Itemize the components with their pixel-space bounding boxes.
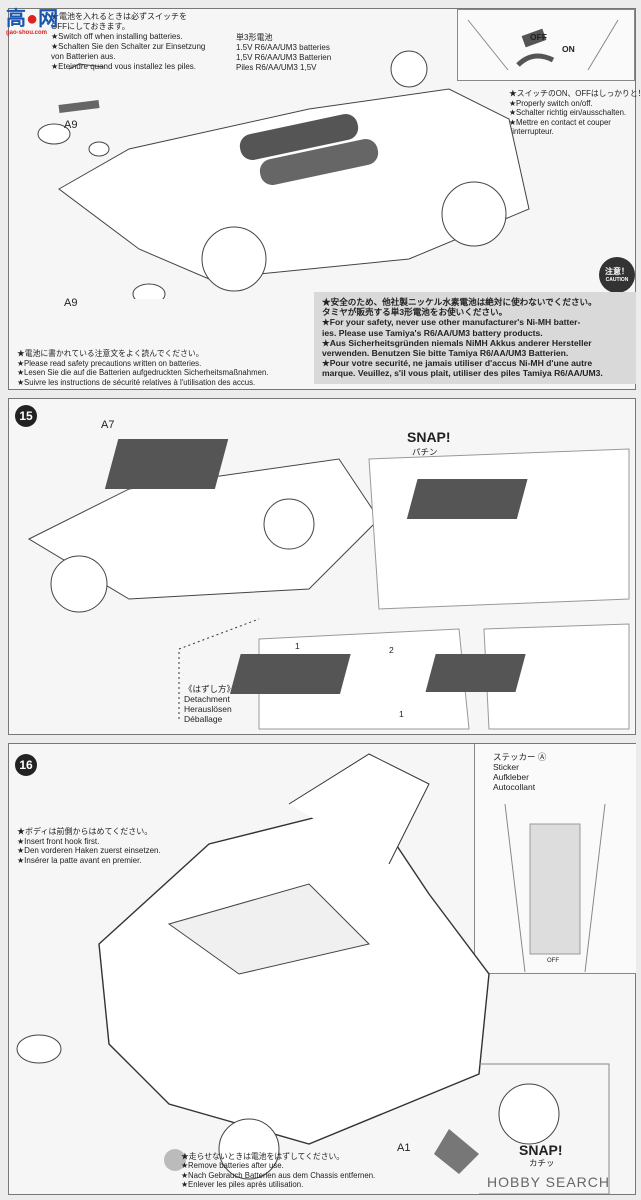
note-line: ★Schalter richtig ein/ausschalten. — [509, 108, 627, 117]
caution-jp: 注意！ — [605, 267, 629, 276]
label-line: 《はずし方》 — [184, 684, 236, 694]
caution-box: ★安全のため、他社製ニッケル水素電池は絶対に使わないでください。 タミヤが販売す… — [314, 292, 636, 384]
step-14-panel: ★電池を入れるときは必ずスイッチを OFFにしておきます。 ★Switch of… — [8, 8, 641, 390]
battery-label: 単3形電池 1.5V R6/AA/UM3 batteries 1,5V R6/A… — [236, 33, 331, 73]
note-line: ★走らせないときは電池をはずしてください。 — [181, 1152, 345, 1161]
switch-inset: OFF ON — [457, 9, 635, 81]
label-line: 1.5V R6/AA/UM3 batteries — [236, 43, 330, 52]
snap-label: SNAP! — [407, 429, 451, 445]
note-line: l'interrupteur. — [509, 127, 554, 136]
detachment-label: 《はずし方》 Detachment Herauslösen Déballage — [184, 684, 235, 724]
note-line: ★スイッチのON、OFFはしっかりと！ — [509, 89, 641, 98]
label-line: 1,5V R6/AA/UM3 Batterien — [236, 53, 332, 62]
step-number: 16 — [15, 754, 37, 776]
chassis-motor-cover-illustration — [27, 439, 630, 730]
step-16-panel: 16 ★ボディは前側からはめてください。 ★Insert front hook … — [8, 743, 636, 1195]
note-line: ★Suivre les instructions de sécurité rel… — [17, 377, 256, 387]
snap-jp-label: パチン — [412, 447, 438, 457]
arrow-number-2: 2 — [389, 645, 394, 655]
label-line: Sticker — [493, 762, 519, 772]
part-a9-label: A9 — [64, 297, 78, 309]
caution-line: ies. Please use Tamiya's R6/AA/UM3 batte… — [322, 327, 543, 338]
note-line: ★Schalten Sie den Schalter zur Einsetzun… — [51, 42, 206, 51]
note-line: ★Please read safety precautions written … — [17, 358, 202, 368]
note-line: ★Properly switch on/off. — [509, 98, 593, 108]
note-line: ★Switch off when installing batteries. — [51, 32, 183, 41]
switch-off-note: ★電池を入れるときは必ずスイッチを OFFにしておきます。 ★Switch of… — [51, 12, 205, 72]
snap-label: SNAP! — [519, 1142, 563, 1158]
label-line: Detachment — [184, 694, 230, 704]
body-chassis-illustration — [16, 753, 610, 1194]
note-line: ★電池を入れるときは必ずスイッチを — [51, 12, 187, 21]
note-line: ★ボディは前側からはめてください。 — [17, 827, 153, 836]
note-line: ★Enlever les piles après utilisation. — [181, 1179, 304, 1189]
label-line: Herauslösen — [184, 704, 232, 714]
switch-illustration — [467, 19, 619, 71]
label-line: 単3形電池 — [236, 33, 273, 42]
caution-line: ★For your safety, never use other manufa… — [322, 317, 581, 328]
hobby-search-watermark: HOBBY SEARCH — [487, 1174, 610, 1190]
battery-precaution-note: ★電池に書かれている注意文をよく読んでください。 ★Please read sa… — [17, 349, 268, 387]
note-line: ★Lesen Sie die auf die Batterien aufgedr… — [17, 368, 269, 377]
gaoshou-logo: 高●网 gao-shou.com — [6, 8, 59, 36]
sticker-inset: ステッカー Ⓐ Sticker Aufkleber Autocollant OF… — [474, 744, 636, 974]
chassis-battery-illustration — [37, 50, 530, 299]
note-line: ★Nach Gebrauch Batterien aus dem Chassis… — [181, 1170, 376, 1180]
gray-dot-icon — [164, 1149, 186, 1171]
caution-line: タミヤが販売する単3形電池をお使いください。 — [322, 307, 508, 318]
label-line: Déballage — [184, 714, 223, 724]
caution-en: CAUTION — [605, 277, 629, 283]
arrow-number-1b: 1 — [399, 709, 404, 719]
onoff-note: ★スイッチのON、OFFはしっかりと！ ★Properly switch on/… — [509, 89, 641, 137]
label-line: Aufkleber — [493, 772, 529, 782]
note-line: ★Insert front hook first. — [17, 836, 100, 846]
label-line: ステッカー Ⓐ — [493, 752, 547, 762]
caution-line: marque. Veuillez, s'il vous plait, utili… — [322, 368, 603, 379]
note-line: OFFにしておきます。 — [51, 22, 130, 31]
note-line: ★Eteindre quand vous installez les piles… — [51, 62, 197, 71]
caution-badge: 注意！ CAUTION — [599, 257, 635, 293]
step-15-panel: 15 A7 SNAP! パチン 1 2 1 《はずし方》 Detachment … — [8, 398, 636, 735]
sticker-illustration — [504, 803, 606, 973]
note-line: ★電池に書かれている注意文をよく読んでください。 — [17, 349, 204, 358]
caution-line: ★Aus Sicherheitsgründen niemals NiMH Akk… — [322, 337, 592, 348]
label-line: Piles R6/AA/UM3 1,5V — [236, 63, 317, 72]
snap-jp-label: カチッ — [529, 1158, 555, 1168]
caution-line: ★Pour votre securité, ne jamais utiliser… — [322, 358, 593, 369]
arrow-number-1: 1 — [295, 641, 300, 651]
note-line: ★Mettre en contact et couper — [509, 117, 611, 127]
caution-line: verwenden. Benutzen Sie bitte Tamiya R6/… — [322, 348, 569, 359]
part-a7-label: A7 — [101, 419, 115, 431]
note-line: von Batterien aus. — [51, 52, 116, 61]
label-line: Autocollant — [493, 782, 536, 792]
step-number: 15 — [15, 405, 37, 427]
caution-line: ★安全のため、他社製ニッケル水素電池は絶対に使わないでください。 — [322, 297, 597, 307]
sticker-label: ステッカー Ⓐ Sticker Aufkleber Autocollant — [493, 752, 546, 792]
part-a1-label: A1 — [397, 1142, 411, 1154]
body-note: ★ボディは前側からはめてください。 ★Insert front hook fir… — [17, 827, 161, 865]
note-line: ★Insérer la patte avant en premier. — [17, 855, 142, 865]
watermark-text: HOBBY SEARCH — [487, 1174, 610, 1190]
remove-batteries-note: ★走らせないときは電池をはずしてください。 ★Remove batteries … — [181, 1152, 375, 1189]
switch-off-label: OFF — [547, 958, 559, 964]
switch-on-label: ON — [562, 44, 575, 54]
switch-off-label: OFF — [530, 32, 547, 42]
note-line: ★Den vorderen Haken zuerst einsetzen. — [17, 846, 161, 855]
part-a9-label: A9 — [64, 119, 78, 131]
note-line: ★Remove batteries after use. — [181, 1161, 284, 1171]
